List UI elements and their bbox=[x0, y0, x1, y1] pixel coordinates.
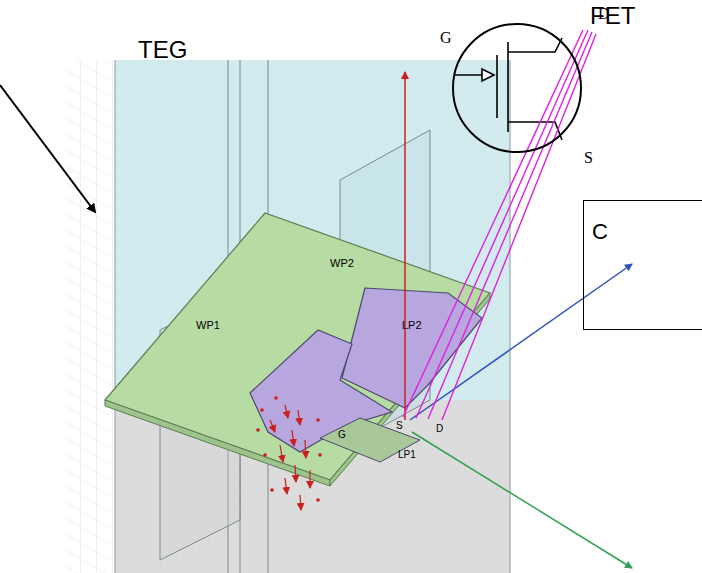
pin-name: S bbox=[396, 421, 403, 431]
box-text: C bbox=[592, 221, 608, 243]
pin-name: S bbox=[584, 150, 593, 166]
part-name: LP2 bbox=[402, 320, 422, 331]
figure-title: TEG bbox=[138, 38, 187, 62]
pin-name: D bbox=[436, 424, 443, 434]
pin-name: G bbox=[440, 30, 452, 46]
pin-name: G bbox=[338, 430, 346, 440]
callout-box: C bbox=[583, 200, 702, 330]
symbol-heading: FET bbox=[590, 4, 635, 28]
pin-name: D bbox=[598, 6, 610, 22]
part-name: LP1 bbox=[398, 450, 416, 460]
part-name: WP1 bbox=[196, 320, 220, 331]
fet-symbol-circle: FET bbox=[452, 23, 582, 153]
part-name: WP2 bbox=[330, 258, 354, 269]
